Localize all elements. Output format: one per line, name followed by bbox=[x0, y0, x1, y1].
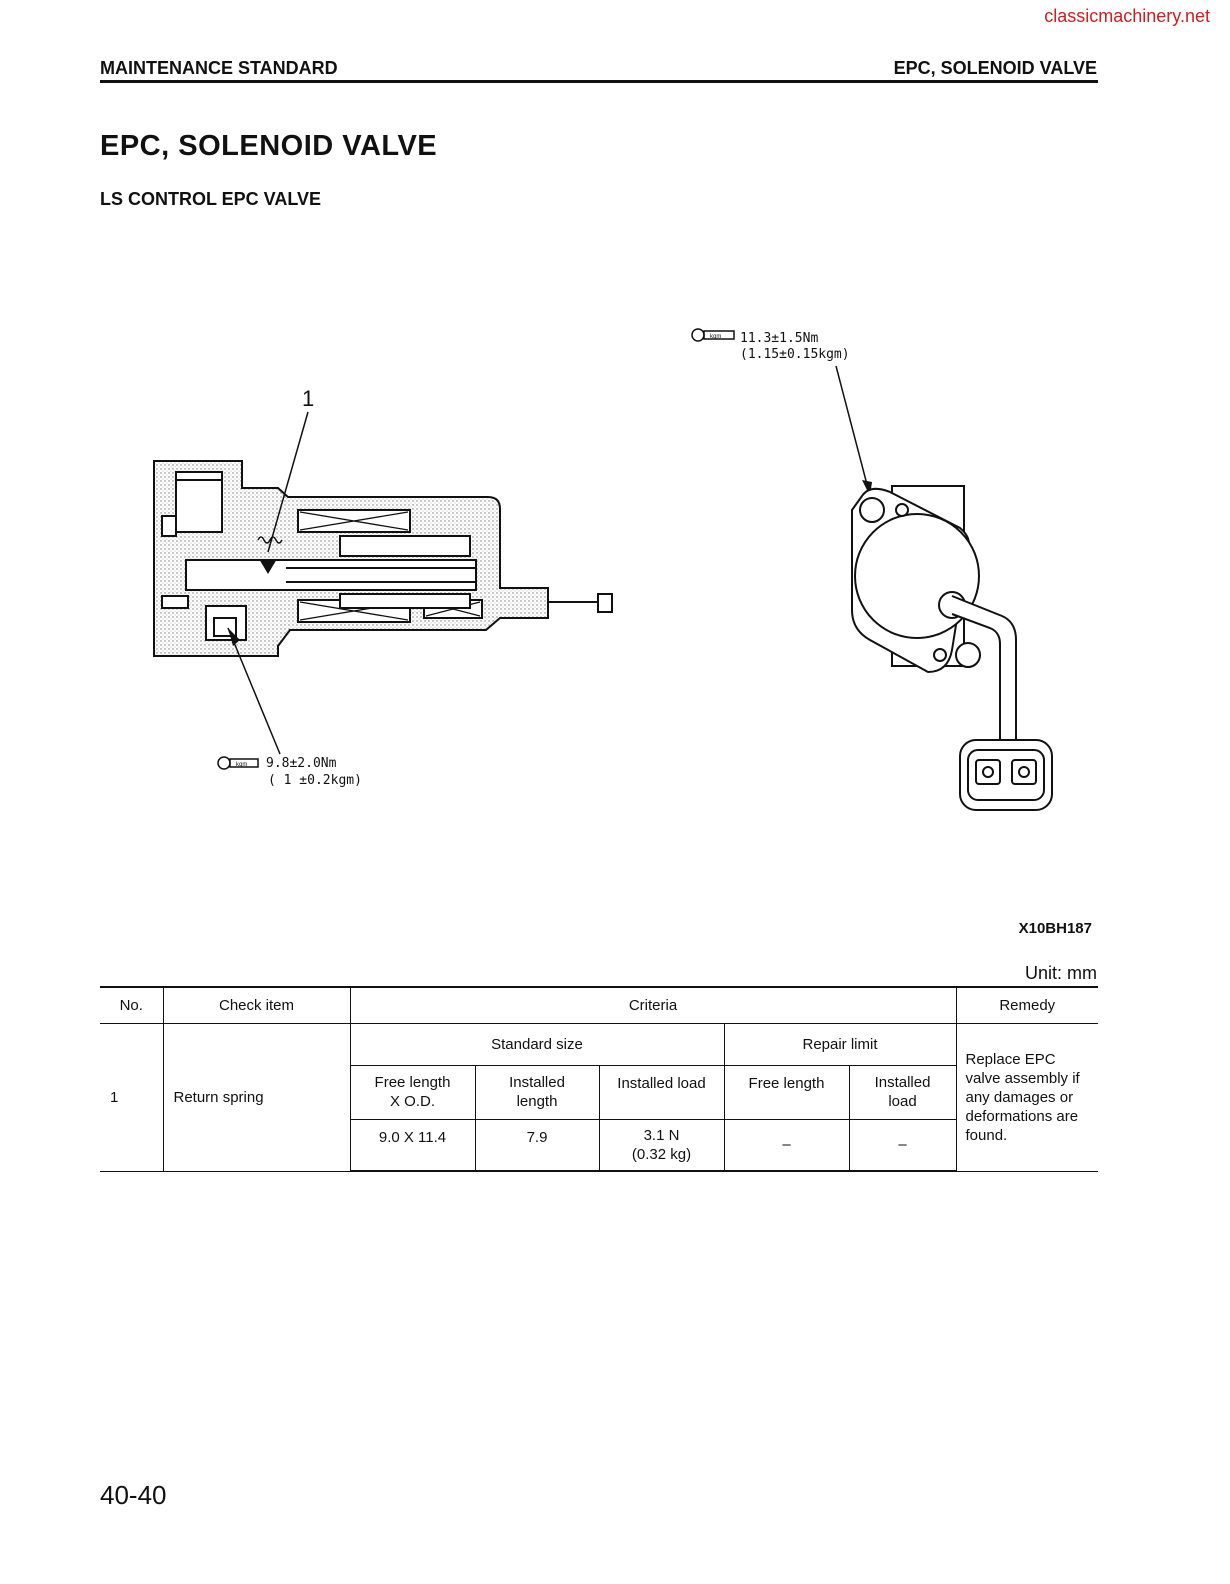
unit-label: Unit: mm bbox=[1025, 963, 1097, 983]
valve-cross-section bbox=[153, 460, 613, 657]
valve-drawing: 1 kgm 9.8±2.0Nm ( 1 ±0.2kgm) kgm 11.3±1.… bbox=[153, 328, 1053, 811]
group-standard-size: Standard size bbox=[349, 1022, 725, 1066]
torque-bottom-nm: 9.8±2.0Nm bbox=[266, 756, 337, 771]
wrench-icon: kgm bbox=[217, 756, 259, 770]
callout-number: 1 bbox=[302, 386, 314, 411]
page-title: EPC, SOLENOID VALVE bbox=[100, 130, 438, 162]
row-no: 1 bbox=[100, 1022, 164, 1172]
row-check-item: Return spring bbox=[162, 1022, 351, 1172]
header-section: MAINTENANCE STANDARD bbox=[100, 58, 338, 78]
group-repair-limit: Repair limit bbox=[723, 1022, 957, 1066]
torque-bottom-kgm: ( 1 ±0.2kgm) bbox=[268, 773, 362, 788]
header-criteria: Criteria bbox=[349, 986, 957, 1024]
header-rule bbox=[100, 80, 1098, 83]
torque-top-nm: 11.3±1.5Nm bbox=[740, 331, 818, 346]
page-number: 40-40 bbox=[100, 1480, 167, 1510]
svg-text:kgm: kgm bbox=[236, 762, 247, 768]
header-no: No. bbox=[100, 986, 164, 1024]
val-free-length-od: 9.0 X 11.4 bbox=[349, 1118, 476, 1172]
val-installed-length: 7.9 bbox=[474, 1118, 600, 1172]
torque-leader-bottom bbox=[227, 627, 281, 755]
row-remedy: Replace EPC valve assembly if any damage… bbox=[955, 1022, 1098, 1172]
val-repair-free-length: – bbox=[723, 1118, 850, 1172]
torque-leader-top bbox=[835, 365, 871, 497]
svg-text:kgm: kgm bbox=[710, 334, 721, 340]
solenoid-external-view bbox=[851, 485, 1053, 811]
val-repair-installed-load: – bbox=[848, 1118, 957, 1172]
torque-top-kgm: (1.15±0.15kgm) bbox=[740, 347, 850, 362]
callout-leader bbox=[267, 411, 309, 553]
sub-repair-free-length: Free length bbox=[723, 1064, 850, 1120]
maintenance-spec-table: No. Check item Criteria Remedy 1 Return … bbox=[100, 986, 1098, 1172]
header-check-item: Check item bbox=[162, 986, 351, 1024]
val-installed-load: 3.1 N(0.32 kg) bbox=[598, 1118, 725, 1172]
header-remedy: Remedy bbox=[955, 986, 1098, 1024]
watermark: classicmachinery.net bbox=[1044, 6, 1210, 26]
wrench-icon: kgm bbox=[691, 328, 735, 342]
page-subtitle: LS CONTROL EPC VALVE bbox=[100, 189, 322, 209]
figure-code: X10BH187 bbox=[1018, 920, 1092, 937]
header-topic: EPC, SOLENOID VALVE bbox=[893, 58, 1097, 78]
sub-installed-load: Installed load bbox=[598, 1064, 725, 1120]
